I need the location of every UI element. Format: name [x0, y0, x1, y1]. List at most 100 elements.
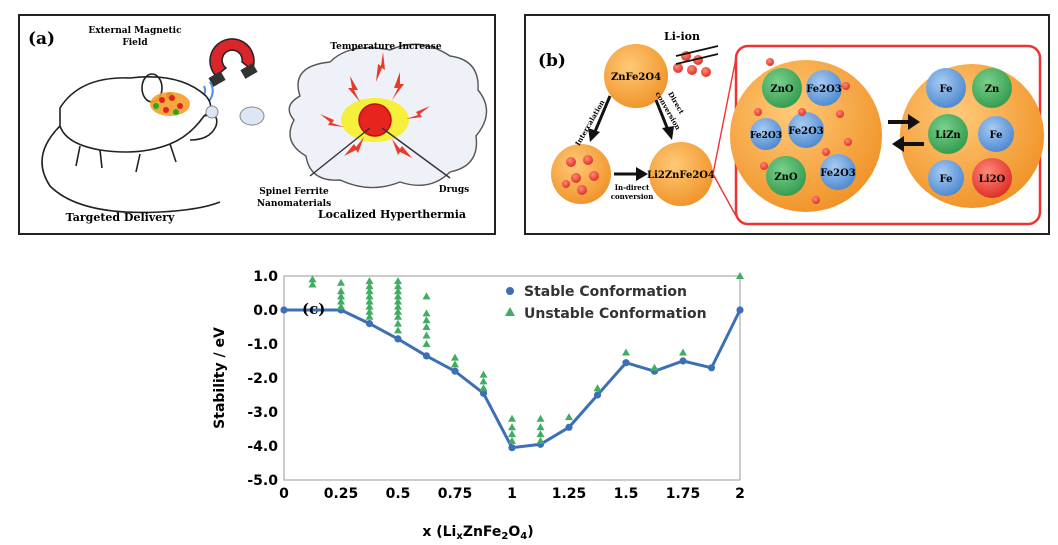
- cluster-label: Fe2O3: [750, 131, 782, 141]
- zoom-lines: [712, 57, 737, 217]
- converted-sphere-right: [900, 64, 1044, 208]
- cluster-label: Zn: [985, 84, 1000, 95]
- cluster-label: Li2O: [979, 174, 1006, 185]
- x-tick-label: 2: [735, 486, 745, 502]
- unstable-point: [394, 312, 402, 320]
- unstable-point: [479, 377, 488, 385]
- panel-a-label: (a): [28, 29, 55, 49]
- magnet-icon: [208, 38, 258, 87]
- x-tick-label: 0.25: [324, 486, 359, 502]
- znfe2o4-sphere: [604, 44, 668, 108]
- x-axis-label: x (LixZnFe2O4): [422, 524, 533, 541]
- x-tick-label: 1: [507, 486, 517, 502]
- unstable-point: [394, 277, 402, 285]
- znfe2o4-label: ZnFe2O4: [611, 72, 661, 83]
- unstable-point: [536, 414, 545, 422]
- unstable-point: [593, 384, 602, 392]
- unstable-point: [365, 307, 374, 315]
- unstable-point: [365, 282, 374, 290]
- spinel-ferrite-label-2: Nanomaterials: [257, 199, 331, 209]
- localized-hyperthermia-label: Localized Hyperthermia: [318, 208, 466, 221]
- unstable-point: [422, 292, 431, 300]
- cluster-label: Fe: [940, 174, 953, 185]
- indirect-label-2: conversion: [611, 192, 654, 201]
- hyperthermia-center: [341, 98, 409, 142]
- targeted-delivery-label: Targeted Delivery: [66, 211, 175, 224]
- li-ion-label: Li-ion: [664, 30, 700, 43]
- unstable-point: [508, 436, 516, 444]
- series-layer: [280, 272, 744, 452]
- stable-conformation-line: [284, 308, 742, 450]
- unstable-point: [365, 297, 374, 305]
- unstable-point: [422, 309, 431, 317]
- unstable-point: [394, 302, 402, 310]
- stable-point: [280, 306, 288, 314]
- unstable-point: [365, 312, 374, 320]
- plot-border: [283, 275, 741, 481]
- unstable-point: [536, 423, 545, 431]
- legend-marker-stable: [506, 287, 514, 295]
- unstable-point: [622, 348, 630, 356]
- stable-point: [593, 391, 602, 399]
- cluster-label: Fe: [990, 130, 1003, 141]
- stable-point: [622, 359, 630, 367]
- left-cluster: ZnO Fe2O3 Fe2O3 Fe2O3 ZnO Fe2O3: [750, 58, 856, 204]
- unstable-point: [736, 272, 744, 279]
- y-tick-label: -4.0: [247, 439, 278, 455]
- stable-point: [394, 335, 402, 343]
- li2znfe2o4-sphere: [649, 142, 713, 206]
- cluster-label: Fe2O3: [820, 168, 856, 179]
- x-tick-label: 0.5: [386, 486, 411, 502]
- li2znfe2o4-label: Li2ZnFe2O4: [647, 170, 715, 181]
- unstable-point: [337, 302, 345, 310]
- x-tick-label: 1.75: [666, 486, 701, 502]
- x-tick-label: 1.25: [552, 486, 587, 502]
- unstable-point: [451, 360, 459, 368]
- x-tick-label: 0.75: [438, 486, 473, 502]
- panel-a: (a) External Magnetic Field: [18, 14, 496, 235]
- legend: Stable Conformation Unstable Conformatio…: [505, 284, 707, 322]
- unstable-point: [650, 363, 659, 371]
- stable-point: [707, 364, 716, 372]
- unstable-point: [337, 297, 345, 305]
- y-tick-label: -1.0: [247, 337, 278, 353]
- heat-bolts-icon: [320, 52, 430, 158]
- y-tick-label: -5.0: [247, 473, 278, 489]
- unstable-point: [479, 384, 488, 392]
- unstable-point: [451, 353, 459, 361]
- unstable-point: [394, 287, 402, 295]
- y-tick-label: -2.0: [247, 371, 278, 387]
- stable-point: [565, 423, 573, 431]
- li-ion-arrows: [675, 45, 719, 65]
- spinel-pointer: [309, 127, 371, 177]
- magnetic-field-label-2: Field: [122, 38, 148, 48]
- unstable-point: [394, 282, 402, 290]
- spinel-ferrite-label-1: Spinel Ferrite: [259, 187, 329, 197]
- unstable-point: [365, 277, 374, 285]
- panel-a-illustration: (a) External Magnetic Field: [28, 26, 488, 224]
- unstable-point: [365, 292, 374, 300]
- unstable-point: [308, 275, 317, 283]
- intercalated-li-particles: [562, 155, 599, 195]
- unstable-point: [394, 319, 402, 327]
- y-tick-label: 0.0: [253, 303, 278, 319]
- panel-c-label: (c): [302, 300, 325, 318]
- drugs-pointer: [381, 127, 451, 179]
- panel-b-illustration: (b) Li-ion ZnFe2O4 Li2ZnFe2O4 Intercalat…: [538, 30, 1044, 226]
- unstable-point: [422, 340, 431, 347]
- x-tick-label: 0: [279, 486, 289, 502]
- reaction-arrows: [588, 95, 674, 181]
- legend-label-stable: Stable Conformation: [524, 284, 687, 300]
- unstable-point: [394, 292, 402, 300]
- stable-point: [451, 367, 459, 375]
- x-tick-label: 1.5: [614, 486, 639, 502]
- cluster-label: Fe2O3: [788, 126, 824, 137]
- unstable-point: [679, 348, 687, 356]
- cluster-label: Fe2O3: [806, 84, 842, 95]
- indirect-label-1: In-direct: [615, 183, 650, 192]
- legend-marker-unstable: [505, 307, 515, 316]
- unstable-point: [394, 297, 402, 305]
